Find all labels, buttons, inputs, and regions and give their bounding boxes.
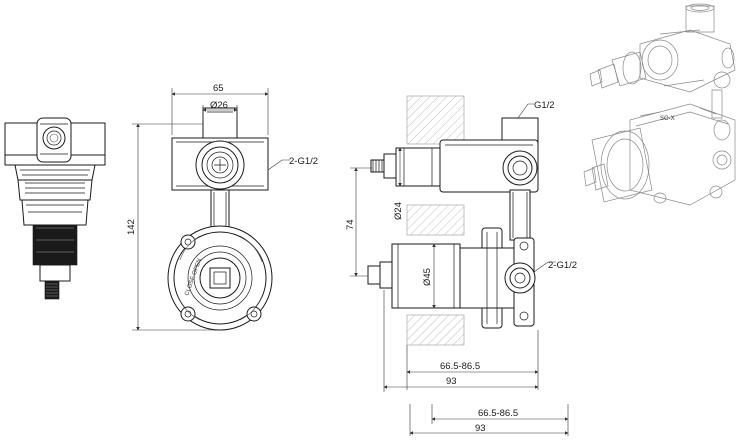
label-2g-side: 2-G1/2 bbox=[548, 260, 577, 271]
label-range-upper: 66.5-86.5 bbox=[440, 361, 480, 372]
dimension-dia-26: Ø26 bbox=[202, 100, 238, 120]
dimension-93-lower: 93 bbox=[409, 404, 569, 436]
label-93-lower: 93 bbox=[475, 423, 486, 434]
label-dia-24: Ø24 bbox=[393, 202, 404, 220]
label-74: 74 bbox=[345, 219, 356, 230]
label-g-top: G1/2 bbox=[534, 100, 555, 111]
dimension-dia-24: Ø24 bbox=[393, 147, 404, 220]
label-142: 142 bbox=[126, 219, 137, 235]
dimension-74: 74 bbox=[345, 167, 372, 277]
leader-g-top: G1/2 bbox=[517, 100, 555, 119]
label-dia-26: Ø26 bbox=[210, 100, 228, 111]
dimension-range-lower: 66.5-86.5 bbox=[431, 404, 569, 436]
section-view bbox=[367, 95, 539, 346]
dimension-range-upper: 66.5-86.5 bbox=[406, 330, 539, 390]
label-dia-45: Ø45 bbox=[422, 268, 433, 286]
label-2g-front: 2-G1/2 bbox=[289, 156, 318, 167]
label-93-upper: 93 bbox=[446, 376, 457, 387]
label-range-lower: 66.5-86.5 bbox=[478, 408, 518, 419]
render-text: SG-X bbox=[660, 116, 675, 122]
isometric-render: SG-X bbox=[583, 3, 736, 206]
leader-2g-front: 2-G1/2 bbox=[267, 156, 318, 171]
dimension-dia-45: Ø45 bbox=[422, 243, 436, 309]
label-65: 65 bbox=[213, 83, 224, 94]
dimension-93-upper: 93 bbox=[383, 290, 539, 392]
side-view-left bbox=[4, 117, 106, 300]
leader-2g-side: 2-G1/2 bbox=[533, 260, 577, 273]
dimension-142: 142 bbox=[126, 123, 220, 331]
dimension-65: 65 bbox=[171, 83, 269, 135]
front-view: CLOSE OPEN bbox=[167, 107, 273, 331]
